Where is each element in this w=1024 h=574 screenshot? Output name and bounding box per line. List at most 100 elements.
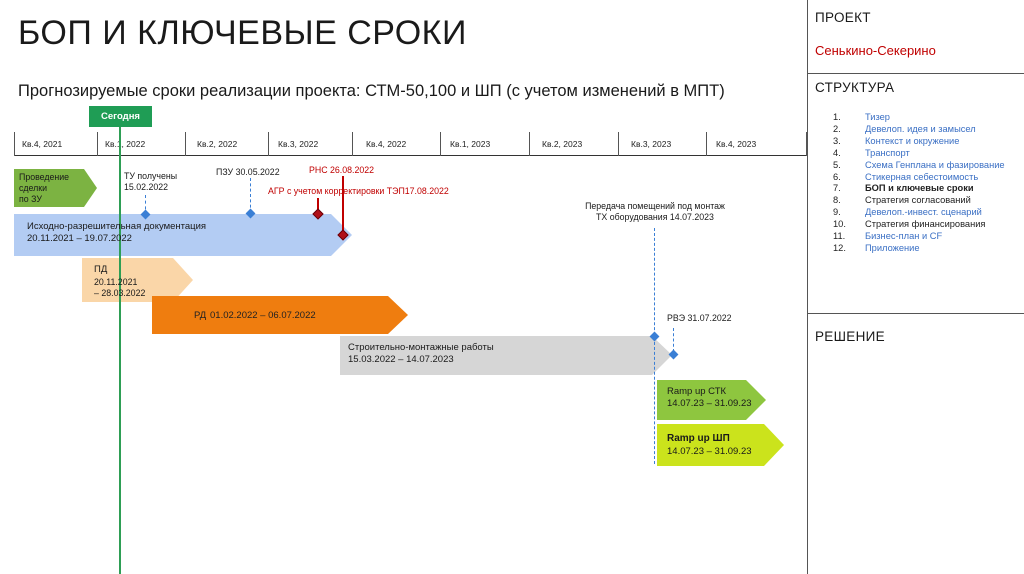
quarter-tick [440, 132, 441, 156]
project-name: Сенькино-Секерино [815, 43, 936, 58]
structure-item-label: БОП и ключевые сроки [865, 183, 974, 194]
structure-item-label: Схема Генплана и фазирование [865, 159, 1005, 170]
quarter-tick [14, 132, 15, 156]
ramp-stk-title: Ramp up СТК [667, 386, 727, 397]
quarter-label: Кв.2, 2023 [542, 139, 583, 149]
rve-line [673, 328, 674, 352]
quarter-tick [352, 132, 353, 156]
smr-bar [340, 336, 672, 375]
quarter-label: Кв.4, 2022 [366, 139, 407, 149]
structure-item-label: Транспорт [865, 147, 910, 158]
structure-item-number: 8. [833, 195, 841, 206]
side-divider [807, 313, 1024, 314]
page-subtitle: Прогнозируемые сроки реализации проекта:… [18, 82, 725, 100]
structure-item[interactable]: 12. Приложение [833, 243, 1005, 255]
structure-item-number: 11. [833, 231, 846, 242]
rd-dates: 01.02.2022 – 06.07.2022 [210, 310, 316, 321]
structure-item[interactable]: 1. Тизер [833, 112, 1005, 124]
structure-item-label: Контекст и окружение [865, 135, 960, 146]
rve-label: РВЭ 31.07.2022 [667, 313, 732, 323]
ramp-stk-bar [657, 380, 766, 420]
project-heading: ПРОЕКТ [815, 10, 871, 25]
decision-heading: РЕШЕНИЕ [815, 329, 885, 344]
rd-bar [152, 296, 408, 334]
tu-line [145, 195, 146, 215]
rd-title: РД [194, 310, 207, 321]
structure-item-number: 6. [833, 171, 841, 182]
structure-item[interactable]: 9.Девелоп.-инвест. сценарий [833, 207, 1005, 219]
pd-bar [82, 258, 193, 302]
page-title: БОП И КЛЮЧЕВЫЕ СРОКИ [18, 14, 467, 52]
structure-item-label: Стикерная себестоимость [865, 171, 979, 182]
structure-item-number: 4. [833, 147, 841, 158]
ird-bar [14, 214, 352, 256]
ird-dates: 20.11.2021 – 19.07.2022 [27, 233, 132, 244]
ramp-shp-bar [657, 424, 784, 466]
handover-label: Передача помещений под монтаж ТХ оборудо… [585, 201, 725, 222]
quarter-tick [97, 132, 98, 156]
quarter-tick [806, 132, 807, 156]
structure-item-label: Бизнес-план и CF [865, 231, 943, 242]
structure-item-label: Стратегия финансирования [865, 219, 986, 230]
pzu-line [250, 178, 251, 213]
pd-dates: 20.11.2021 – 28.03.2022 [94, 277, 146, 298]
side-panel [807, 0, 1024, 574]
zu-text: Проведение сделки по ЗУ [19, 172, 70, 204]
structure-item-number: 12. [833, 242, 846, 253]
structure-item-number: 7. [833, 183, 841, 194]
structure-item[interactable]: 10. Стратегия финансирования [833, 219, 1005, 231]
pzu-label: ПЗУ 30.05.2022 [216, 167, 280, 177]
quarter-tick [268, 132, 269, 156]
quarter-label: Кв.3, 2022 [278, 139, 319, 149]
side-divider [807, 73, 1024, 74]
rns-label: РНС 26.08.2022 [309, 165, 375, 175]
ramp-shp-dates: 14.07.23 – 31.09.23 [667, 446, 752, 457]
structure-item[interactable]: 8. Стратегия согласований [833, 195, 1005, 207]
structure-item-label: Стратегия согласований [865, 195, 971, 206]
quarter-tick [618, 132, 619, 156]
ramp-shp-title: Ramp up ШП [667, 433, 730, 444]
structure-item[interactable]: 3. Контекст и окружение [833, 136, 1005, 148]
structure-item[interactable]: 11. Бизнес-план и CF [833, 231, 1005, 243]
structure-item-number: 1. [833, 112, 841, 122]
structure-list: 1. Тизер 2. Девелоп. идея и замысел 3. Контек… [833, 112, 1005, 255]
structure-item[interactable]: 7. БОП и ключевые сроки [833, 183, 1005, 195]
agr-line [317, 198, 319, 212]
structure-item-number: 2. [833, 123, 841, 134]
quarter-tick [706, 132, 707, 156]
structure-heading: СТРУКТУРА [815, 80, 895, 95]
ramp-stk-dates: 14.07.23 – 31.09.23 [667, 398, 752, 409]
structure-item-label: Тизер [865, 112, 890, 122]
quarter-label: Кв.2, 2022 [197, 139, 238, 149]
structure-item-number: 3. [833, 135, 841, 146]
pd-title: ПД [94, 264, 108, 275]
gantt-bars [14, 169, 784, 466]
structure-item[interactable]: 5. Схема Генплана и фазирование [833, 160, 1005, 172]
structure-item-label: Девелоп. идея и замысел [865, 123, 976, 134]
quarter-label: Кв.4, 2021 [22, 139, 63, 149]
quarter-label: Кв.4, 2023 [716, 139, 757, 149]
quarter-tick [185, 132, 186, 156]
handover-line [654, 228, 655, 464]
structure-item[interactable]: 4. Транспорт [833, 148, 1005, 160]
timeline-axis [14, 155, 807, 156]
ird-title: Исходно-разрешительная документация [27, 221, 207, 232]
quarter-label: Кв.1, 2022 [105, 139, 146, 149]
structure-item-number: 5. [833, 159, 841, 170]
zu-bar [14, 169, 97, 207]
rns-line [342, 176, 344, 233]
quarter-tick [529, 132, 530, 156]
smr-title: Строительно-монтажные работы [348, 342, 494, 353]
today-marker: Сегодня [89, 106, 152, 127]
quarter-label: Кв.3, 2023 [631, 139, 672, 149]
tu-label: ТУ получены 15.02.2022 [124, 171, 178, 192]
structure-item[interactable]: 2. Девелоп. идея и замысел [833, 124, 1005, 136]
quarter-label: Кв.1, 2023 [450, 139, 491, 149]
smr-dates: 15.03.2022 – 14.07.2023 [348, 354, 454, 365]
today-line [119, 106, 121, 574]
structure-item-number: 9. [833, 207, 841, 218]
structure-item[interactable]: 6. Стикерная себестоимость [833, 172, 1005, 184]
structure-item-number: 10. [833, 219, 846, 230]
structure-item-label: Приложение [865, 242, 920, 253]
agr-label: АГР с учетом корректировки ТЭП17.08.2022 [268, 186, 449, 196]
